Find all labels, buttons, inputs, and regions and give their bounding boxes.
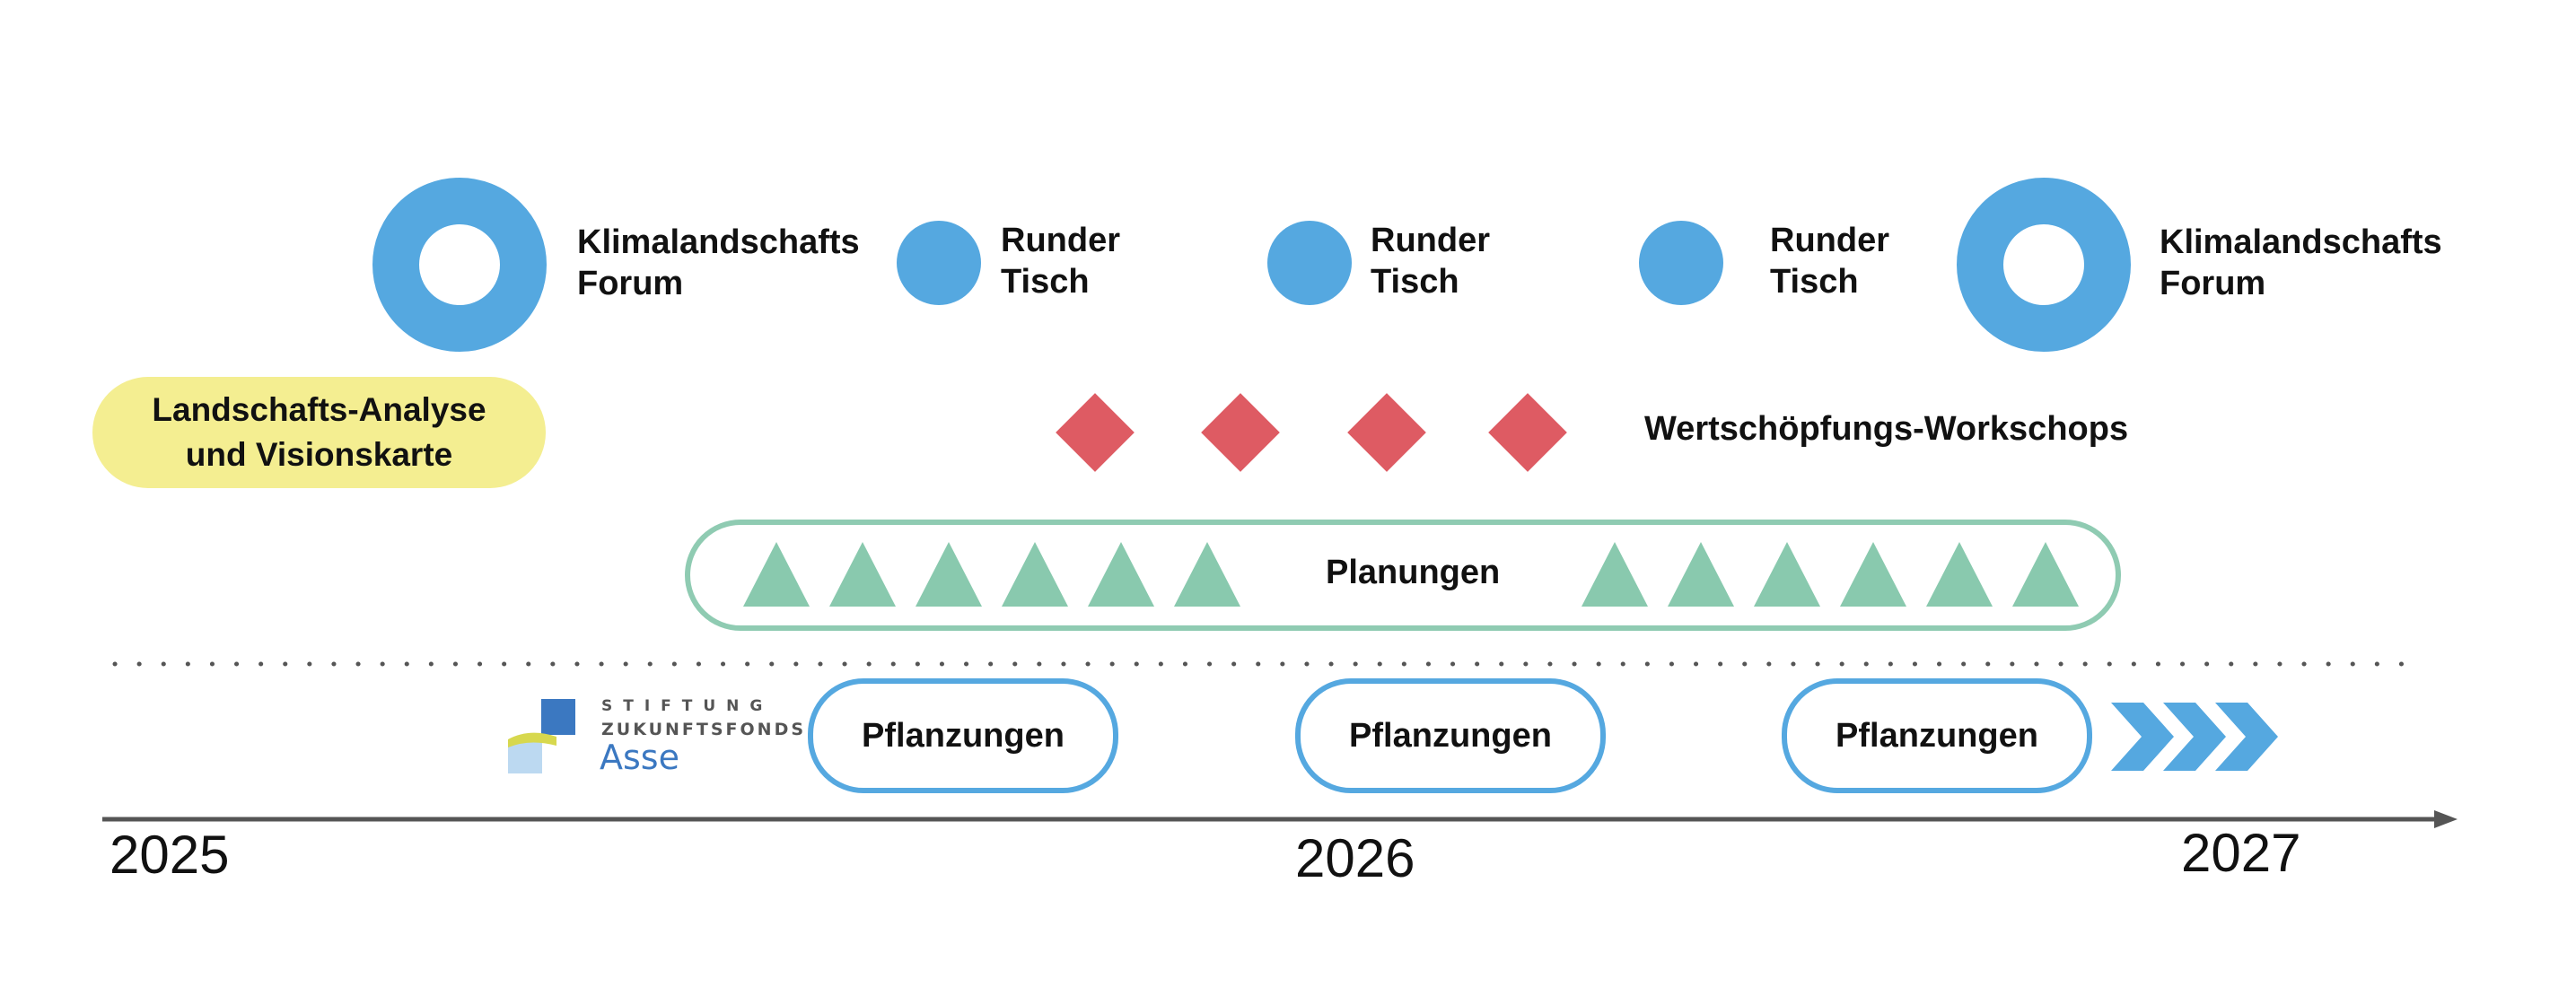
time-axis-arrow xyxy=(102,810,2458,828)
pflanzungen-pill-2: Pflanzungen xyxy=(1295,678,1606,793)
runder-tisch-1-line2: Tisch xyxy=(1001,263,1090,301)
dotted-separator xyxy=(112,661,2426,667)
analyse-line2: und Visionskarte xyxy=(185,436,453,473)
runder-tisch-1-dot-icon xyxy=(897,221,981,305)
runder-tisch-2-dot-icon xyxy=(1267,221,1352,305)
logo-zukunftsfonds: ZUKUNFTSFONDS xyxy=(601,720,807,739)
forum-right-line1: Klimalandschafts xyxy=(2160,223,2442,261)
runder-tisch-3-line1: Runder xyxy=(1770,222,1889,259)
forum-left-ring-icon xyxy=(372,178,547,352)
workshop-diamond-icon xyxy=(1488,393,1567,472)
forum-right-line2: Forum xyxy=(2160,265,2266,302)
workshop-diamond-icon xyxy=(1347,393,1426,472)
runder-tisch-2-line1: Runder xyxy=(1371,222,1490,259)
year-2025: 2025 xyxy=(110,825,230,885)
workshop-diamond-icon xyxy=(1056,393,1135,472)
runder-tisch-3-dot-icon xyxy=(1639,221,1723,305)
workshops-label: Wertschöpfungs-Workschops xyxy=(1644,410,2129,448)
planung-triangle-icon xyxy=(743,542,810,607)
analyse-pill: Landschafts-Analyse und Visionskarte xyxy=(92,377,546,488)
planung-triangle-icon xyxy=(1088,542,1154,607)
forum-right-label: Klimalandschafts Forum xyxy=(2160,222,2442,304)
runder-tisch-3-line2: Tisch xyxy=(1770,263,1859,301)
runder-tisch-2-line2: Tisch xyxy=(1371,263,1459,301)
forum-left-line2: Forum xyxy=(577,265,684,302)
planung-triangle-icon xyxy=(829,542,896,607)
year-2026: 2026 xyxy=(1295,828,1415,888)
planung-triangle-icon xyxy=(916,542,982,607)
planung-triangle-icon xyxy=(1002,542,1068,607)
workshop-diamond-icon xyxy=(1201,393,1280,472)
year-2027: 2027 xyxy=(2181,823,2301,883)
planung-triangle-icon xyxy=(1926,542,1993,607)
planungen-pill xyxy=(685,520,2121,631)
runder-tisch-1-label: Runder Tisch xyxy=(1001,220,1120,302)
planung-triangle-icon xyxy=(1174,542,1240,607)
logo-asse: Asse xyxy=(600,738,679,777)
pflanzungen-pill-1: Pflanzungen xyxy=(808,678,1118,793)
runder-tisch-2-label: Runder Tisch xyxy=(1371,220,1490,302)
planung-triangle-icon xyxy=(2012,542,2079,607)
analyse-line1: Landschafts-Analyse xyxy=(152,391,486,428)
planungen-label: Planungen xyxy=(1326,554,1501,591)
runder-tisch-3-label: Runder Tisch xyxy=(1770,220,1889,302)
forum-left-label: Klimalandschafts Forum xyxy=(577,222,860,304)
runder-tisch-1-line1: Runder xyxy=(1001,222,1120,259)
forum-right-ring-icon xyxy=(1957,178,2131,352)
planung-triangle-icon xyxy=(1754,542,1820,607)
planung-triangle-icon xyxy=(1582,542,1648,607)
logo-mark-icon xyxy=(508,699,575,773)
chevrons-forward-icon xyxy=(2111,703,2278,771)
logo-stiftung: STIFTUNG xyxy=(601,697,774,715)
pflanzungen-pill-3: Pflanzungen xyxy=(1782,678,2092,793)
planung-triangle-icon xyxy=(1668,542,1734,607)
stiftung-zukunftsfonds-asse-logo: STIFTUNG ZUKUNFTSFONDS Asse xyxy=(504,697,803,787)
planung-triangle-icon xyxy=(1840,542,1906,607)
forum-left-line1: Klimalandschafts xyxy=(577,223,860,261)
